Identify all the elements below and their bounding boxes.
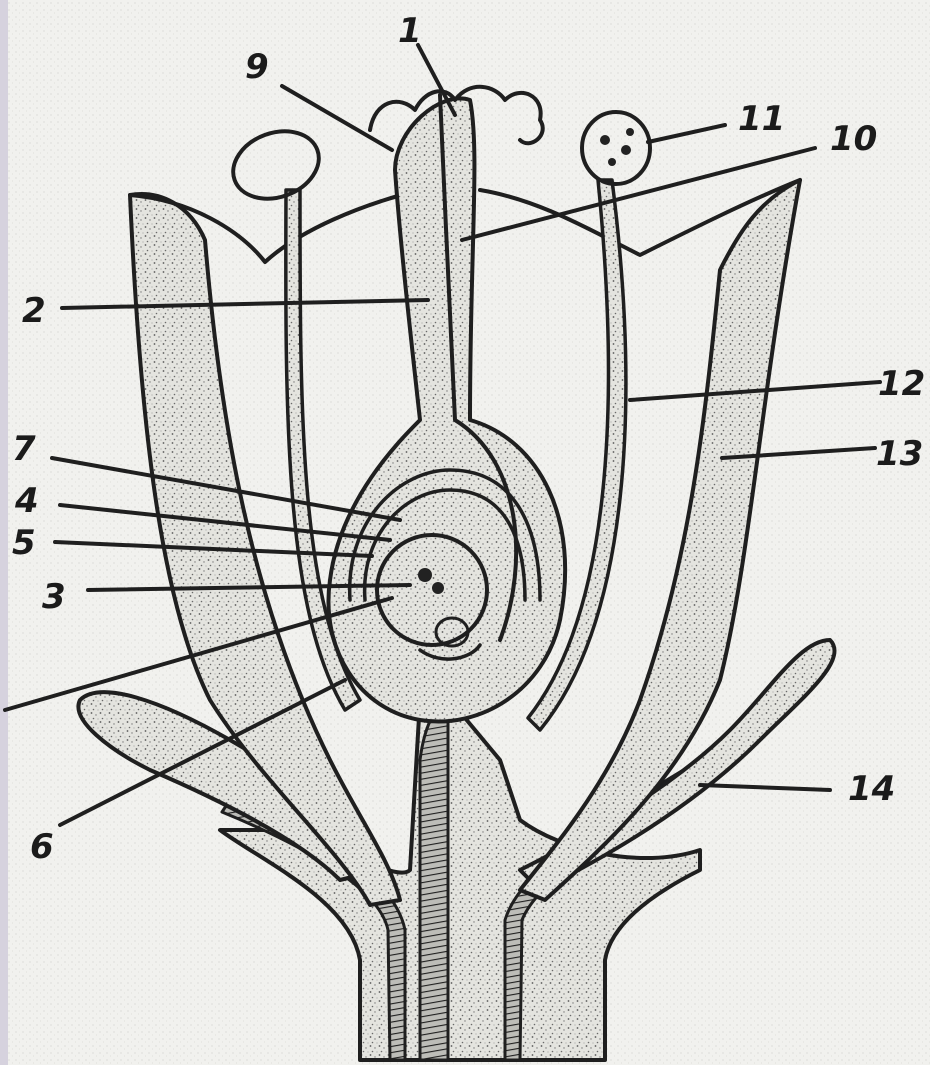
label-14: 14 (848, 769, 895, 809)
embryo-sac-nucleus (418, 568, 432, 582)
label-3: 3 (42, 577, 66, 617)
label-4: 4 (14, 481, 39, 521)
label-10: 10 (830, 119, 877, 159)
label-2: 2 (22, 291, 46, 331)
label-13: 13 (876, 434, 923, 474)
label-9: 9 (245, 47, 269, 87)
label-7: 7 (12, 429, 36, 469)
label-12: 12 (878, 364, 925, 404)
label-5: 5 (12, 523, 36, 563)
label-1: 1 (398, 11, 422, 51)
label-11: 11 (738, 99, 785, 139)
central-vascular-strand (420, 702, 448, 1060)
label-6: 6 (30, 827, 54, 867)
